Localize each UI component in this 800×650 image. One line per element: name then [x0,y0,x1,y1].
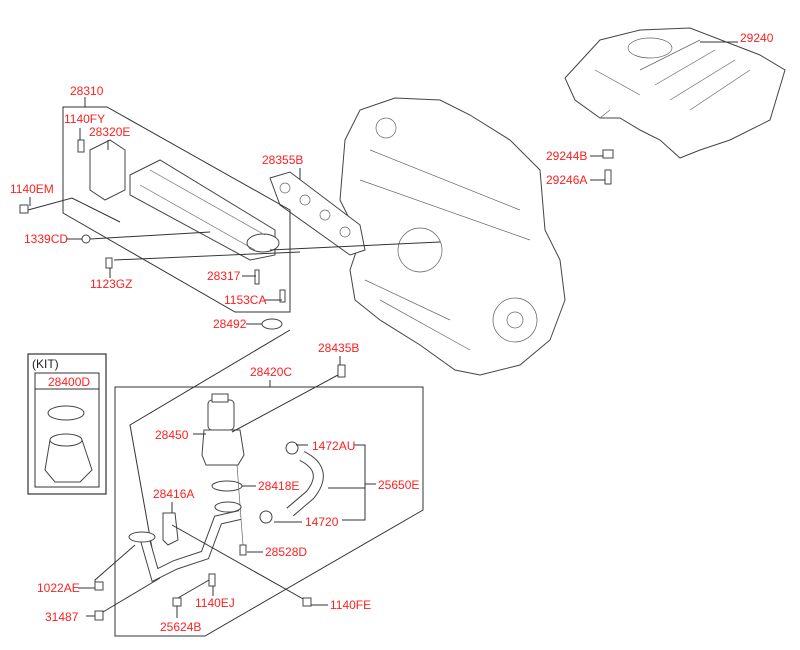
label-1339cd[interactable]: 1339CD [24,232,68,246]
label-29246a[interactable]: 29246A [546,173,587,187]
fasteners [19,139,614,378]
label-28320e[interactable]: 28320E [89,125,130,139]
kit-box [27,353,107,495]
egr-hose [259,441,324,524]
label-1472au[interactable]: 1472AU [312,439,355,453]
label-28435b[interactable]: 28435B [318,341,359,355]
label-29244b[interactable]: 29244B [546,149,587,163]
leader-lines [27,128,605,566]
label-1022ae[interactable]: 1022AE [37,581,80,595]
label-28416a[interactable]: 28416A [153,487,194,501]
engine-cover [564,27,786,159]
label-28317[interactable]: 28317 [207,269,241,283]
label-1123gz[interactable]: 1123GZ [90,277,132,291]
egr-cooler-group-frame [62,106,291,313]
label-28492[interactable]: 28492 [213,317,247,331]
label-1140fe[interactable]: 1140FE [330,598,371,612]
manifold-gasket [269,171,366,256]
label-29240[interactable]: 29240 [740,31,774,45]
label-25624b[interactable]: 25624B [160,620,201,634]
label-31487[interactable]: 31487 [45,610,79,624]
egr-valve-group-frame [114,386,424,637]
kit-title: (KIT) [32,357,59,371]
leader-lines-lower [78,356,376,621]
label-28420c[interactable]: 28420C [250,365,292,379]
label-1140ej[interactable]: 1140EJ [195,596,235,610]
egr-valve [201,393,247,556]
label-1140fy[interactable]: 1140FY [64,112,105,126]
label-28400d[interactable]: 28400D [48,375,90,389]
label-28310[interactable]: 28310 [70,84,104,98]
label-28450[interactable]: 28450 [155,428,189,442]
label-1153ca[interactable]: 1153CA [224,293,266,307]
egr-cooler [89,139,280,261]
label-28528d[interactable]: 28528D [265,545,307,559]
egr-pipe [128,501,242,583]
label-28418e[interactable]: 28418E [258,479,299,493]
label-25650e[interactable]: 25650E [378,478,419,492]
label-28355b[interactable]: 28355B [262,153,303,167]
label-14720[interactable]: 14720 [305,515,339,529]
label-1140em[interactable]: 1140EM [10,182,54,196]
engine-block [339,97,566,376]
